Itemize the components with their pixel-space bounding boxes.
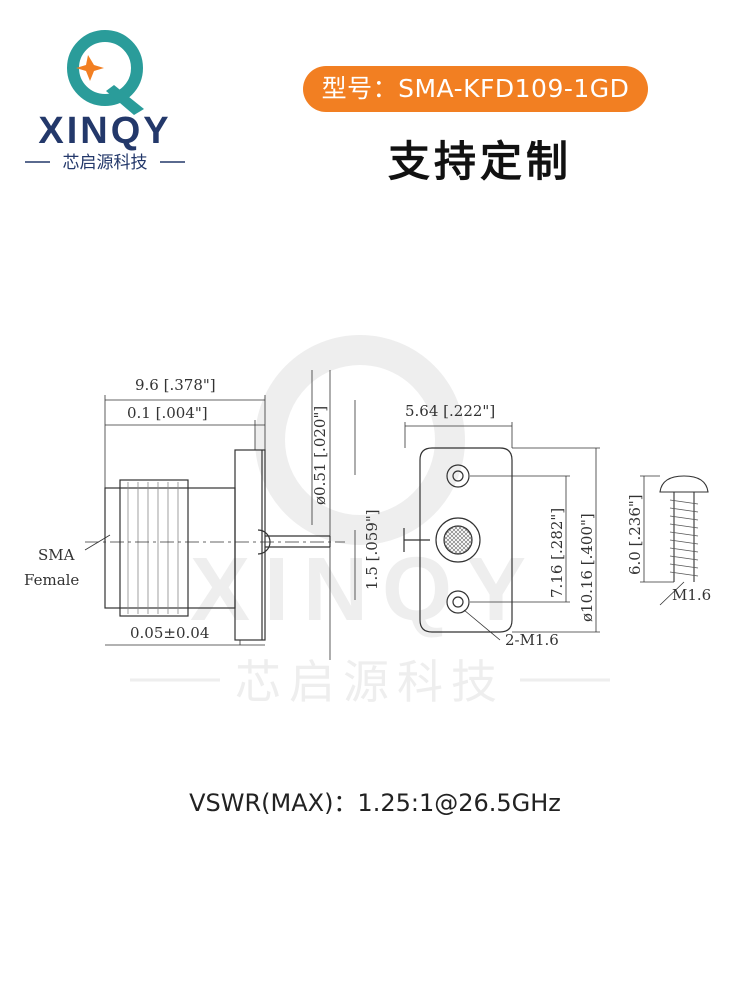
dim-screw-length: 6.0 [.236"] — [626, 494, 644, 575]
logo-q-mark-icon — [67, 30, 144, 115]
watermark: XINQY 芯启源科技 — [130, 335, 610, 709]
dim-flange-offset: 0.1 [.004"] — [127, 404, 208, 422]
model-badge: 型号：SMA-KFD109-1GD — [303, 66, 648, 112]
mounting-screw — [640, 475, 709, 606]
dim-hole-spacing: 7.16 [.282"] — [548, 508, 566, 598]
label-mounting-holes: 2-M1.6 — [505, 631, 559, 649]
dim-pin-diameter: ø0.51 [.020"] — [311, 406, 329, 505]
brand-logo: XINQY 芯启源科技 — [25, 30, 185, 173]
dim-flange-width: 5.64 [.222"] — [405, 402, 495, 420]
connector-technical-drawing: XINQY 芯启源科技 — [24, 335, 711, 709]
dim-overall-length: 9.6 [.378"] — [135, 376, 216, 394]
label-sma: SMA — [38, 546, 75, 564]
watermark-logo-text: XINQY — [190, 540, 540, 640]
label-female: Female — [24, 571, 79, 589]
vswr-spec: VSWR(MAX)：1.25:1@26.5GHz — [189, 789, 561, 817]
logo-cn-name: 芯启源科技 — [63, 153, 148, 173]
dim-body-gap: 0.05±0.04 — [130, 624, 209, 642]
logo-wordmark: XINQY — [38, 110, 171, 152]
label-screw-size: M1.6 — [672, 586, 711, 604]
connector-front-view — [403, 422, 600, 641]
connector-side-view — [84, 370, 356, 660]
dim-pin-protrusion: 1.5 [.059"] — [363, 509, 381, 590]
dim-flange-height: ø10.16 [.400"] — [578, 513, 596, 622]
watermark-cn-text: 芯启源科技 — [235, 655, 505, 709]
customization-slogan: 支持定制 — [387, 137, 572, 186]
